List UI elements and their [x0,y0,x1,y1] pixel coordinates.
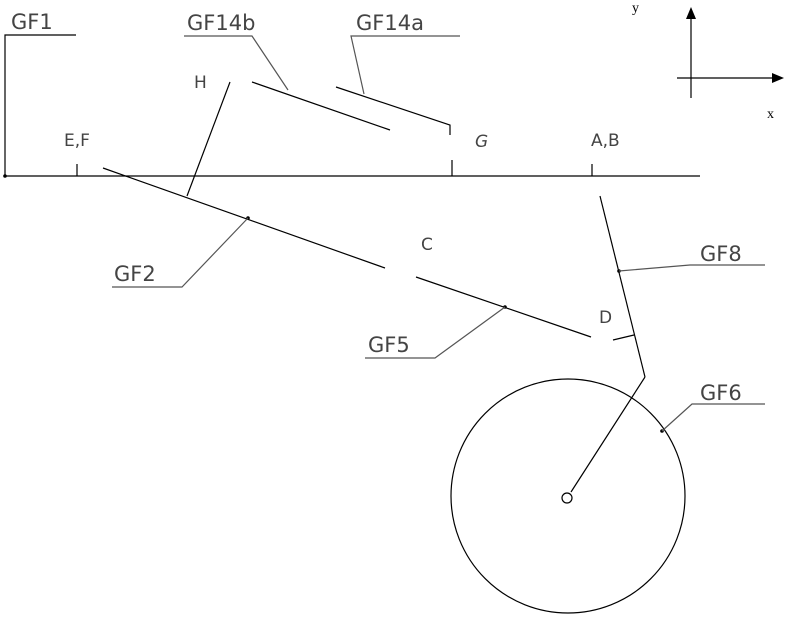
gf6-label: GF6 [700,381,742,405]
c-label: C [421,235,433,255]
ab-label: A,B [591,131,620,151]
wheel-link [570,376,646,493]
gf14b-leader [184,35,289,91]
x-axis-label: x [767,107,774,122]
gf14a-label: GF14a [356,11,424,35]
h-label: H [194,73,207,93]
wheel [450,378,686,614]
gf2-leader [112,217,249,288]
ef-label: E,F [64,131,90,151]
d-tick [612,334,635,341]
gf14a-leader [350,35,460,95]
g-label: G [475,132,488,152]
gf2-label: GF2 [114,262,156,286]
gf8-label: GF8 [700,242,742,266]
x-arrow-icon [772,73,784,83]
y-axis-label: y [632,1,639,16]
gf8-leader [618,264,765,272]
h-strut [186,81,231,197]
gf1-leader [4,34,76,176]
y-arrow-icon [686,7,696,19]
gf14b-label: GF14b [187,11,255,35]
wheel-hub [561,492,573,504]
gf6-leader [661,403,765,432]
d-label: D [599,308,612,328]
gf1-label: GF1 [11,10,53,34]
shock-link [599,195,646,378]
gf5-leader [365,306,506,359]
arm-ef-c [102,167,386,269]
upper-arm-b [251,81,391,131]
gf5-label: GF5 [368,333,410,357]
upper-arm-a [335,86,451,135]
